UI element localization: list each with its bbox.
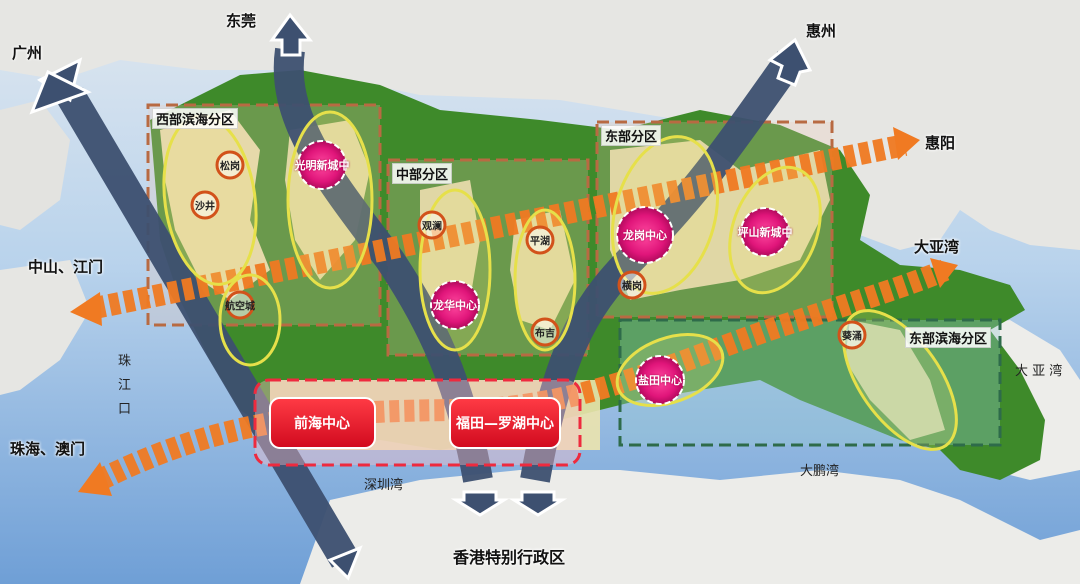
label-dapeng-bay: 大鹏湾 <box>800 464 840 479</box>
cluster-east-coast <box>842 309 958 451</box>
node-pinghu-marker <box>525 225 555 255</box>
node-label-buji: 布吉 <box>535 328 555 340</box>
axis-coastal <box>78 258 958 496</box>
hub-box-qianhai <box>269 397 376 449</box>
west-coast-land <box>0 100 70 230</box>
node-label-guangming: 光明新城中 <box>294 159 350 172</box>
corridor-south-tip <box>327 545 363 581</box>
node-shajing-marker <box>190 190 220 220</box>
zhongshan-land <box>0 260 90 395</box>
region-label-west: 西部滨海分区 <box>152 108 239 129</box>
label-dongguan: 东莞 <box>226 12 257 30</box>
node-label-henggang: 横岗 <box>622 281 642 293</box>
label-pearl-river-2: 江 <box>118 378 132 393</box>
label-daya-bay-sea: 大 亚 湾 <box>1015 364 1063 379</box>
corridor-hk-arrow-left <box>450 490 510 517</box>
node-guangming-marker <box>297 140 347 190</box>
node-buji-marker <box>530 317 560 347</box>
node-yantian-marker <box>635 355 685 405</box>
label-huizhou: 惠州 <box>806 22 837 40</box>
node-label-shajing: 沙井 <box>195 201 215 213</box>
corridor-hk-arrow-right <box>508 490 568 517</box>
node-guanlan-marker <box>417 210 447 240</box>
node-label-yantian: 盐田中心 <box>638 374 682 387</box>
corridor-dongguan <box>269 12 493 483</box>
label-pearl-river-1: 珠 <box>118 354 132 369</box>
label-zhuhai-macau: 珠海、澳门 <box>10 440 86 458</box>
region-label-east-coast: 东部滨海分区 <box>905 327 992 348</box>
label-pearl-river-3: 口 <box>118 402 132 417</box>
node-label-kuichong: 葵涌 <box>842 331 862 343</box>
node-pingshan-marker <box>740 207 790 257</box>
corridor-guangzhou-tip <box>29 69 92 115</box>
hub-box-futian <box>449 397 561 449</box>
node-label-longhua: 龙华中心 <box>433 299 477 312</box>
node-kuichong-marker <box>837 320 867 350</box>
node-label-longgang: 龙岗中心 <box>623 229 667 242</box>
node-airport-marker <box>225 290 255 320</box>
label-zhongshan-jiangmen: 中山、江门 <box>28 258 104 276</box>
label-huiyang: 惠阳 <box>925 134 956 152</box>
label-guangzhou: 广州 <box>12 44 43 62</box>
node-label-songgang: 松岗 <box>220 161 240 173</box>
cluster-airport <box>218 273 282 367</box>
hub-label-futian-luohu: 福田—罗湖中心 <box>456 416 554 432</box>
label-hongkong: 香港特别行政区 <box>453 548 566 567</box>
label-shenzhen-bay: 深圳湾 <box>364 478 404 493</box>
cluster-guangming <box>286 110 374 290</box>
node-label-guanlan: 观澜 <box>422 221 442 233</box>
node-label-airport: 航空城 <box>225 301 255 313</box>
node-songgang-marker <box>215 150 245 180</box>
region-label-east: 东部分区 <box>601 125 662 146</box>
node-longhua-marker <box>430 280 480 330</box>
node-label-pingshan: 坪山新城中 <box>737 226 793 239</box>
hub-label-qianhai: 前海中心 <box>294 416 350 432</box>
built-area-east-coast <box>845 320 945 440</box>
label-dayawan: 大亚湾 <box>914 238 960 256</box>
region-label-central: 中部分区 <box>392 163 453 184</box>
node-henggang-marker <box>617 270 647 300</box>
node-label-pinghu: 平湖 <box>530 236 550 248</box>
node-longgang-marker <box>616 206 674 264</box>
